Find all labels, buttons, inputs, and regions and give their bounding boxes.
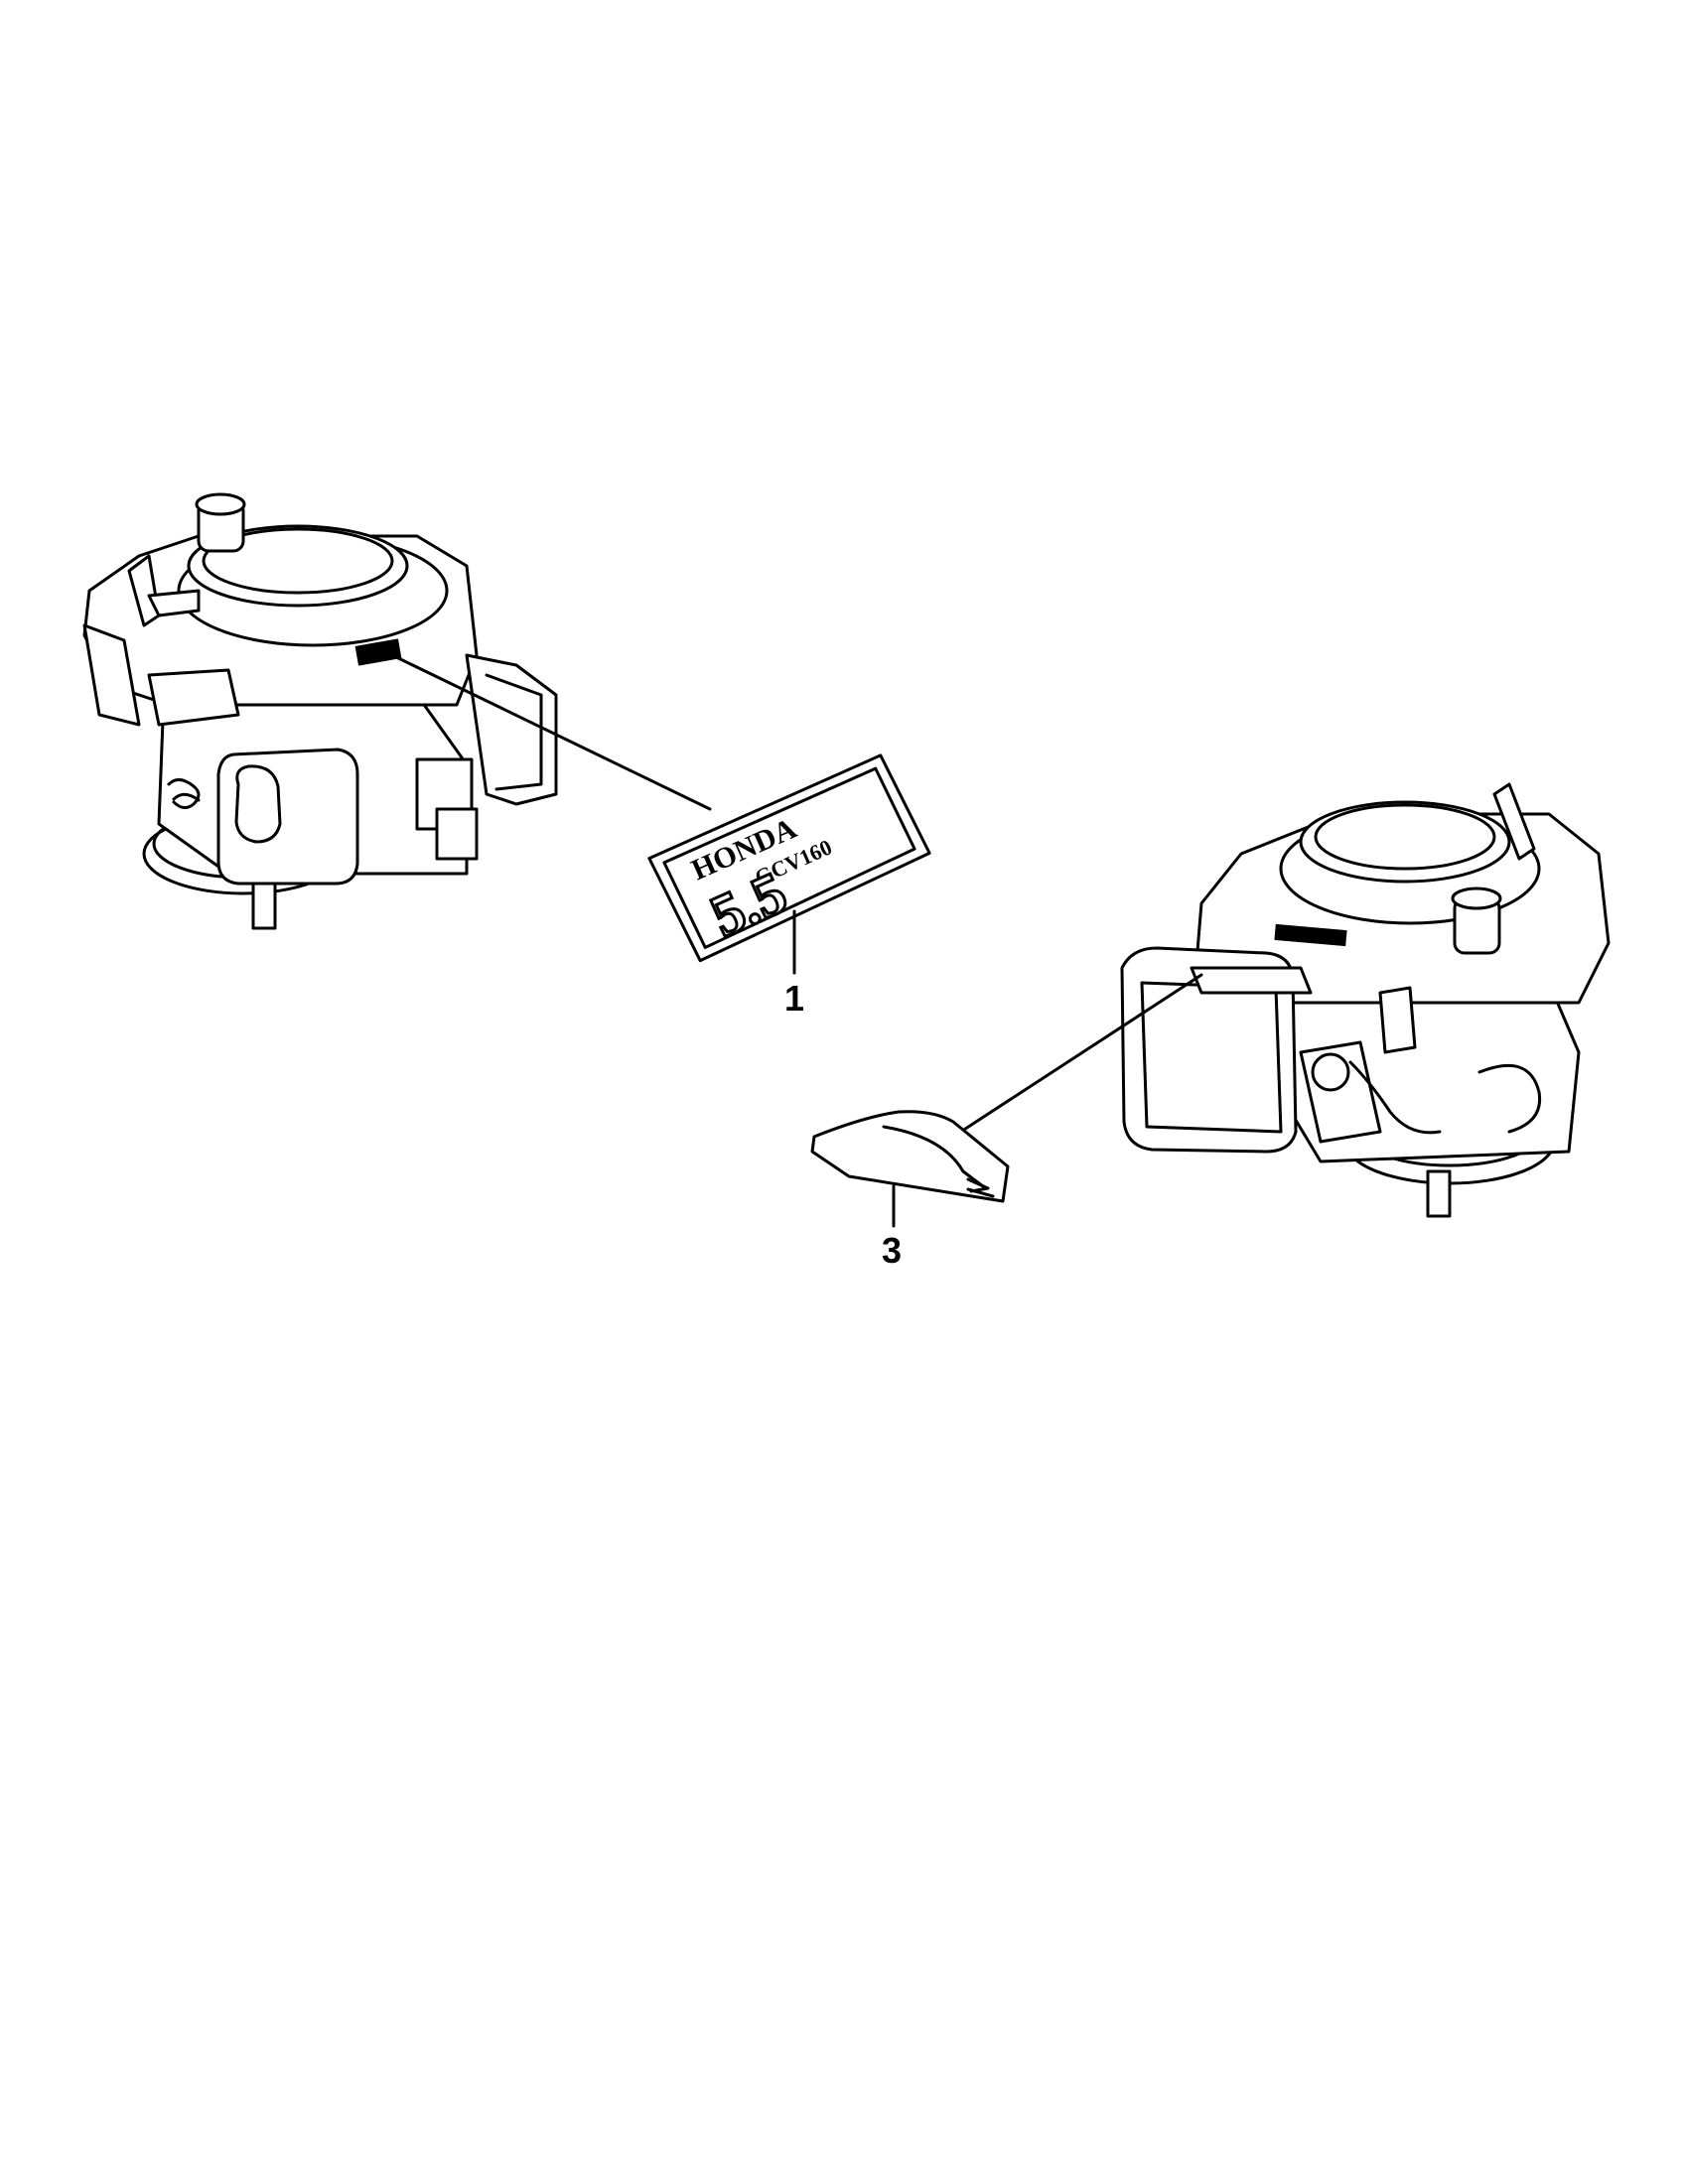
decal-arrow-icon	[810, 1110, 1010, 1203]
engine-right-icon	[1120, 782, 1611, 1218]
engine-left-icon	[82, 492, 558, 930]
leader-line-3	[951, 973, 1203, 1139]
callout-1: 1	[784, 978, 804, 1019]
callout-3: 3	[882, 1230, 902, 1271]
leader-line-1	[390, 653, 712, 811]
decal-nameplate-icon: HONDA GCV160 5.5	[647, 753, 931, 963]
